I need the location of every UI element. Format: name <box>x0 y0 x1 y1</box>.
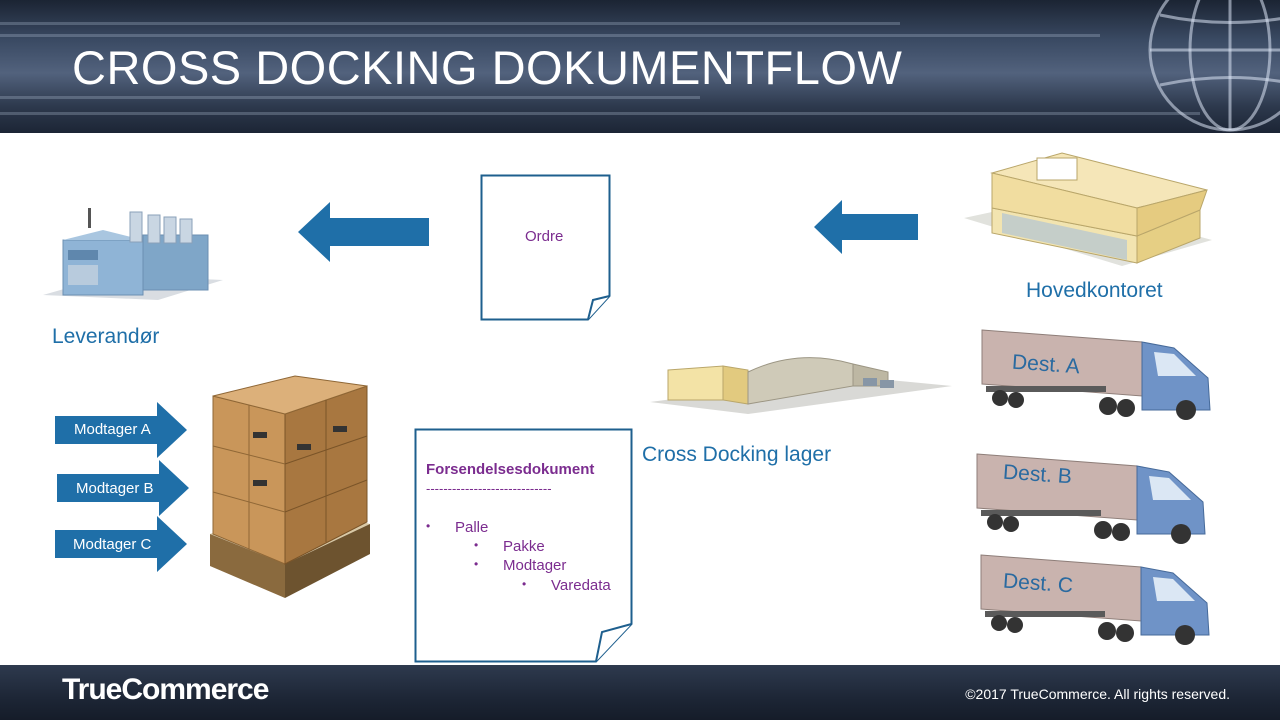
receiver-label-b: Modtager B <box>76 480 154 497</box>
header-streak <box>0 22 900 25</box>
truck-icon <box>981 329 1211 420</box>
bullet-icon: • <box>474 538 479 552</box>
receiver-arrow-icon <box>55 516 187 572</box>
shipping-doc-divider: ----------------------------- <box>426 481 552 496</box>
warehouse-label: Cross Docking lager <box>642 443 832 466</box>
shipping-document <box>414 428 633 663</box>
pallet-boxes-icon <box>210 375 370 598</box>
receiver-arrow-icon <box>57 460 189 516</box>
slide-footer <box>0 665 1280 720</box>
bullet-icon: • <box>474 557 479 571</box>
globe-icon <box>1148 0 1280 132</box>
truecommerce-logo: TrueCommerce <box>62 673 269 706</box>
header-streak <box>0 34 1100 37</box>
header-streak <box>0 112 1200 115</box>
order-label: Ordre <box>525 228 564 245</box>
warehouse-icon <box>650 357 952 414</box>
arrow-left-icon <box>298 202 429 262</box>
truck-label-c: Dest. C <box>1002 569 1074 598</box>
receiver-label-a: Modtager A <box>74 421 151 438</box>
truck-icon <box>976 453 1206 544</box>
shipping-doc-item: Pakke <box>503 538 545 555</box>
shipping-doc-title: Forsendelsesdokument <box>426 461 595 478</box>
store-building-icon <box>964 152 1212 266</box>
slide-header <box>0 0 1280 133</box>
supplier-label: Leverandør <box>52 325 160 348</box>
factory-icon <box>43 208 223 300</box>
shipping-doc-item: Varedata <box>551 577 611 594</box>
truck-icon <box>980 554 1210 645</box>
receiver-arrow-icon <box>55 402 187 458</box>
headquarters-label: Hovedkontoret <box>1026 279 1163 302</box>
bullet-icon: • <box>426 519 431 533</box>
header-streak <box>0 96 700 99</box>
truck-label-b: Dest. B <box>1002 460 1073 489</box>
copyright-text: ©2017 TrueCommerce. All rights reserved. <box>965 686 1230 702</box>
bullet-icon: • <box>522 577 527 591</box>
slide-title: CROSS DOCKING DOKUMENTFLOW <box>72 41 903 94</box>
truck-label-a: Dest. A <box>1011 350 1081 379</box>
shipping-doc-item: Palle <box>455 519 489 536</box>
shipping-doc-item: Modtager <box>503 557 567 574</box>
receiver-label-c: Modtager C <box>73 536 152 553</box>
order-document <box>480 174 611 321</box>
arrow-left-icon <box>814 200 918 254</box>
